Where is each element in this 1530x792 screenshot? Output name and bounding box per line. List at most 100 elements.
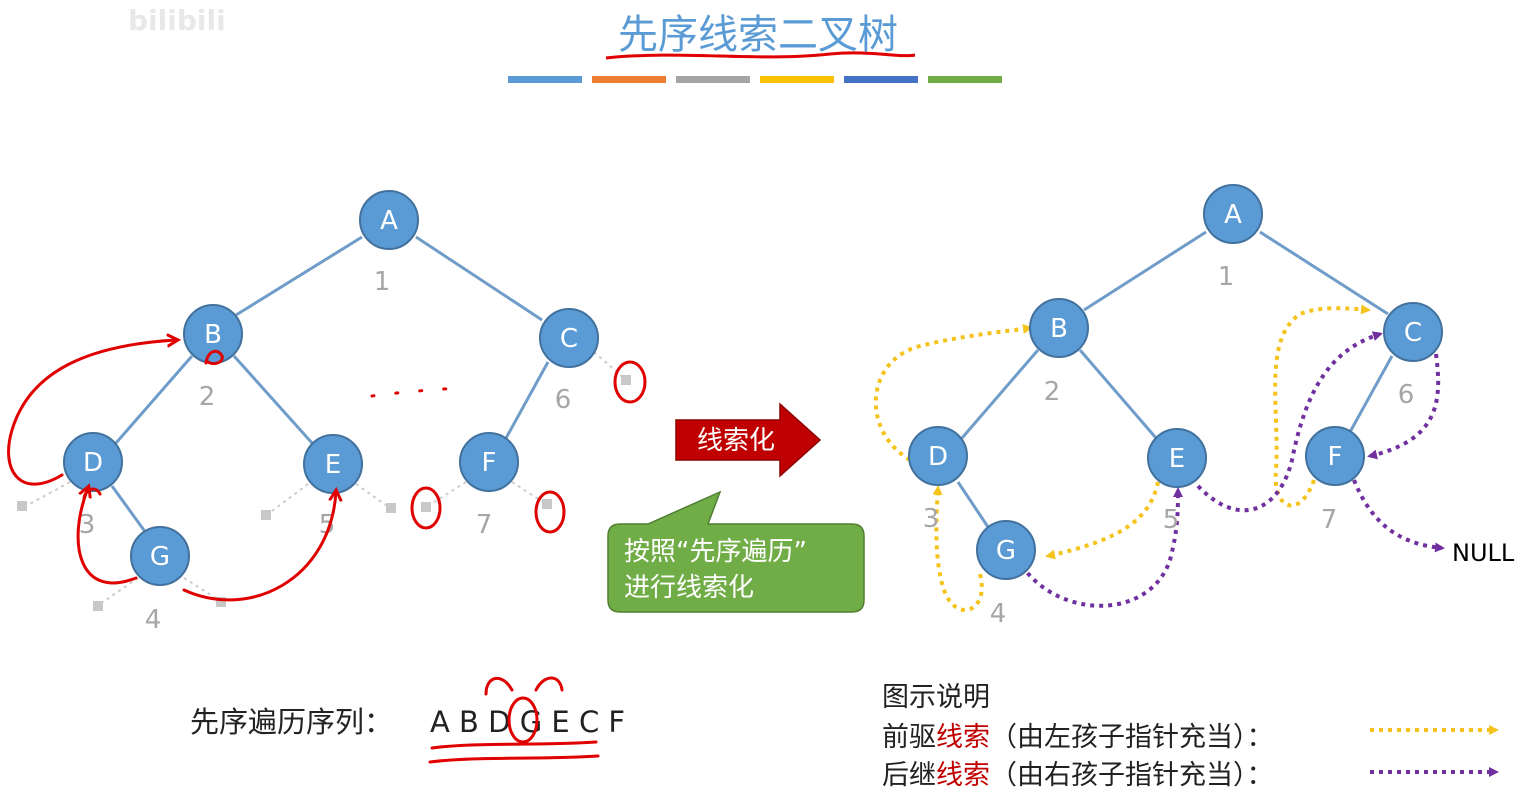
legend-pred-prefix: 前驱 bbox=[882, 722, 936, 753]
right-node-label-c: C bbox=[1404, 318, 1422, 348]
left-node-index-c: 6 bbox=[555, 385, 572, 415]
left-node-index-f: 7 bbox=[476, 510, 493, 540]
null-box-g-right bbox=[216, 597, 226, 607]
transform-arrow-label: 线索化 bbox=[697, 426, 775, 456]
null-label: NULL bbox=[1452, 539, 1515, 567]
legend-succ-prefix: 后继 bbox=[882, 760, 936, 791]
annotation-g-to-e bbox=[182, 492, 336, 602]
left-node-d bbox=[63, 432, 123, 492]
pred-thread-e-to-g bbox=[1045, 481, 1160, 560]
watermark-logo: bilibili bbox=[128, 4, 226, 37]
left-node-c bbox=[539, 308, 599, 368]
left-node-a bbox=[359, 190, 419, 250]
handwritten-annotations bbox=[7, 340, 647, 602]
left-node-label-e: E bbox=[325, 450, 341, 480]
callout-line-1: 按照“先序遍历” bbox=[624, 537, 807, 567]
transform-arrow-shape bbox=[675, 402, 822, 478]
left-node-label-b: B bbox=[204, 320, 222, 350]
annotation-dots bbox=[370, 386, 460, 398]
annotation-circle-g bbox=[507, 696, 539, 744]
right-node-index-b: 2 bbox=[1044, 377, 1061, 407]
succ-thread-f-to-null bbox=[1352, 479, 1445, 553]
right-node-g bbox=[976, 520, 1036, 580]
null-link-g-left bbox=[99, 577, 139, 605]
legend-succ-row: 后继线索（由右孩子指针充当）： bbox=[882, 760, 1274, 791]
color-bar-segment bbox=[928, 76, 1002, 83]
annotation-underline-1 bbox=[430, 740, 598, 750]
right-edge-c-f bbox=[1348, 355, 1394, 433]
page-title: 先序线索二叉树 bbox=[618, 12, 898, 58]
edge-b-d bbox=[114, 355, 194, 444]
null-box-c-right bbox=[621, 375, 631, 385]
left-node-label-f: F bbox=[482, 448, 497, 478]
predecessor-threads bbox=[873, 304, 1371, 612]
annotation-arc-right bbox=[534, 676, 564, 692]
right-node-f bbox=[1305, 426, 1365, 486]
annotation-circle-f-left bbox=[410, 486, 442, 530]
callout: 按照“先序遍历” 进行线索化 bbox=[607, 490, 865, 613]
legend-pred-row: 前驱线索（由左孩子指针充当）： bbox=[882, 722, 1274, 753]
legend-pred-suffix: （由左孩子指针充当）： bbox=[990, 722, 1274, 753]
right-node-d bbox=[908, 426, 968, 486]
annotation-g-to-d bbox=[76, 488, 138, 585]
color-bar-segment bbox=[508, 76, 582, 83]
right-node-label-g: G bbox=[996, 536, 1016, 566]
null-link-e-left bbox=[267, 483, 309, 515]
preorder-annotations bbox=[428, 676, 600, 764]
null-box-f-left bbox=[421, 502, 431, 512]
preorder-label: 先序遍历序列： bbox=[190, 705, 393, 739]
null-link-c-right bbox=[593, 351, 627, 381]
color-bar bbox=[508, 76, 1002, 83]
edge-b-e bbox=[232, 354, 314, 445]
annotation-d-mark bbox=[82, 487, 102, 500]
annotation-d-to-b bbox=[7, 340, 176, 486]
callout-line-2: 进行线索化 bbox=[624, 573, 754, 603]
right-tree-edges bbox=[956, 230, 1394, 531]
right-node-index-e: 5 bbox=[1163, 505, 1180, 535]
left-node-f bbox=[459, 432, 519, 492]
legend-succ-word: 线索 bbox=[936, 760, 990, 791]
color-bar-segment bbox=[760, 76, 834, 83]
right-node-a bbox=[1203, 184, 1263, 244]
legend-title: 图示说明 bbox=[882, 682, 990, 713]
succ-thread-e-to-c bbox=[1196, 331, 1383, 513]
null-link-f-right bbox=[511, 481, 547, 505]
successor-threads bbox=[1020, 331, 1445, 608]
left-node-index-a: 1 bbox=[374, 267, 391, 297]
right-node-index-a: 1 bbox=[1218, 262, 1235, 292]
right-edge-b-e bbox=[1078, 349, 1158, 439]
pred-thread-g-to-d bbox=[932, 485, 984, 612]
right-node-label-d: D bbox=[928, 442, 948, 472]
right-node-label-e: E bbox=[1169, 444, 1185, 474]
callout-bubble bbox=[607, 490, 865, 613]
title-underline-annotation bbox=[605, 51, 916, 60]
null-box-e-left bbox=[261, 510, 271, 520]
left-node-index-g: 4 bbox=[145, 605, 162, 635]
color-bar-segment bbox=[676, 76, 750, 83]
succ-thread-g-to-e bbox=[1020, 487, 1183, 608]
right-node-label-a: A bbox=[1224, 200, 1242, 230]
preorder-values: A B D G E C F bbox=[430, 705, 625, 739]
left-node-index-d: 3 bbox=[79, 510, 96, 540]
preorder-sequence: 先序遍历序列： A B D G E C F bbox=[190, 676, 625, 764]
annotation-circle-f-right bbox=[534, 490, 566, 534]
null-box-d-left bbox=[17, 501, 27, 511]
right-node-label-f: F bbox=[1328, 442, 1343, 472]
legend: 图示说明 前驱线索（由左孩子指针充当）： 后继线索（由右孩子指针充当）： bbox=[882, 682, 1499, 791]
annotation-underline-2 bbox=[428, 754, 600, 764]
color-bar-segment bbox=[592, 76, 666, 83]
edge-a-b bbox=[235, 235, 363, 317]
legend-pred-word: 线索 bbox=[936, 722, 990, 753]
annotation-arc-left bbox=[484, 677, 514, 696]
right-edge-a-c bbox=[1259, 230, 1389, 316]
right-node-label-b: B bbox=[1050, 314, 1068, 344]
legend-succ-suffix: （由右孩子指针充当）： bbox=[990, 760, 1274, 791]
right-node-c bbox=[1383, 302, 1443, 362]
right-node-index-c: 6 bbox=[1398, 380, 1415, 410]
null-link-f-left bbox=[427, 481, 467, 507]
